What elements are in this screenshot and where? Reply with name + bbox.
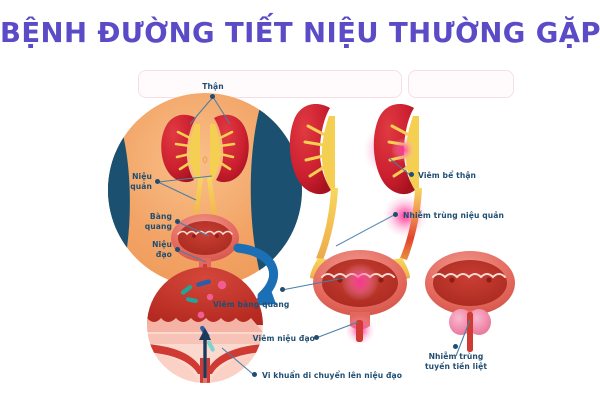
page-title: BỆNH ĐƯỜNG TIẾT NIỆU THƯỜNG GẶP	[0, 17, 600, 49]
label-nieu-quan-line2: quản	[130, 182, 152, 191]
label-dot-nieu-dao	[175, 247, 180, 252]
zoom-arrow-icon	[233, 243, 278, 306]
label-nhiem-trung-tuyen-tien-liet-line2: tuyến tiền liệt	[424, 362, 488, 371]
kidney-right-inner	[210, 114, 249, 183]
label-dot-nieu-quan	[155, 179, 160, 184]
label-viem-bang-quang: Viêm bàng quang	[213, 300, 290, 309]
bladder-inflamed	[310, 250, 410, 345]
label-dot-viem-be-than	[409, 172, 414, 177]
label-nhiem-trung-tuyen-tien-liet-line1: Nhiễm trùng	[428, 352, 484, 361]
label-bang-quang-line2: quang	[144, 222, 172, 231]
label-viem-nieu-dao: Viêm niệu đạo	[252, 334, 315, 343]
label-dot-viem-nieu-dao	[314, 335, 319, 340]
kidney-inflamed	[363, 104, 427, 260]
bacteria-cluster	[180, 279, 227, 352]
kidney-left-inner	[161, 114, 200, 183]
label-dot-than	[210, 94, 215, 99]
label-dot-viem-bang-quang	[280, 287, 285, 292]
label-than: Thận	[202, 82, 224, 91]
title-ghost-shape-right	[408, 70, 514, 98]
title-ghost-shape-left	[138, 70, 402, 98]
label-bang-quang-line1: Bàng	[149, 212, 172, 221]
kidney-healthy	[289, 104, 338, 260]
label-nieu-dao-line1: Niệu	[152, 240, 172, 249]
label-vi-khuan-di-chuyen: Vi khuẩn di chuyển lên niệu đạo	[262, 371, 403, 380]
bladder-prostate	[425, 251, 515, 352]
bladder-inner-diagram	[171, 214, 239, 280]
label-dot-bang-quang	[175, 219, 180, 224]
label-nieu-dao-line2: đạo	[155, 250, 172, 259]
bladder-closeup-circle	[147, 267, 263, 383]
label-dot-nhiem-trung-tuyen-tien-liet	[453, 344, 458, 349]
label-viem-be-than: Viêm bể thận	[418, 171, 477, 180]
label-nieu-quan-line1: Niệu	[132, 172, 152, 181]
title-band: BỆNH ĐƯỜNG TIẾT NIỆU THƯỜNG GẶP	[0, 12, 600, 98]
label-dot-nhiem-trung-nieu-quan	[393, 212, 398, 217]
label-nhiem-trung-nieu-quan: Nhiễm trùng niệu quản	[403, 211, 505, 220]
label-dot-vi-khuan	[252, 372, 257, 377]
main-anatomy-circle	[108, 93, 302, 287]
